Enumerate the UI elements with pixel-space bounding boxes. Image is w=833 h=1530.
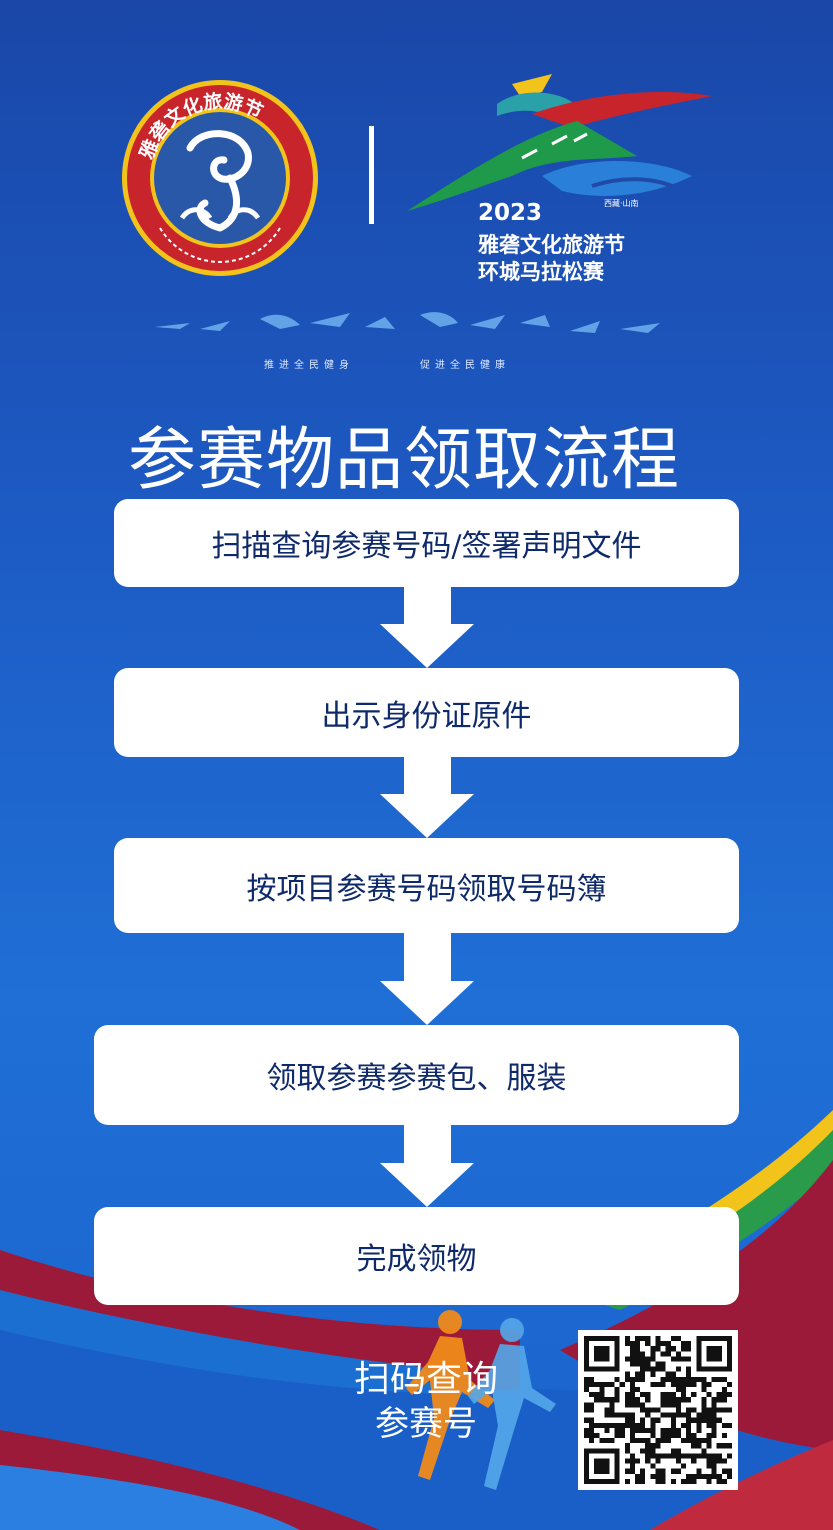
down-arrow-icon [380, 587, 475, 668]
step-label: 领取参赛参赛包、服装 [266, 1061, 567, 1096]
qr-code[interactable] [578, 1330, 738, 1490]
step-collect-bib: 按项目参赛号码领取号码簿 [114, 838, 739, 933]
marathon-logo-icon [407, 74, 712, 211]
logo-place: 西藏·山南 [604, 199, 639, 208]
step-complete: 完成领物 [94, 1207, 739, 1305]
logo-event-name: 雅砻文化旅游节 [478, 233, 625, 257]
birds-decoration [155, 312, 660, 333]
scan-instruction-sub: 参赛号 [375, 1404, 477, 1444]
logo-event-subtitle: 环城马拉松赛 [478, 260, 604, 284]
down-arrow-icon [380, 757, 475, 838]
step-label: 按项目参赛号码领取号码簿 [246, 871, 607, 907]
step-label: 完成领物 [356, 1242, 477, 1277]
step-collect-pack: 领取参赛参赛包、服装 [94, 1025, 739, 1125]
step-show-id: 出示身份证原件 [114, 668, 739, 757]
down-arrow-icon [380, 1125, 475, 1207]
slogan-left: 推进全民健身 [264, 360, 354, 371]
page-title: 参赛物品领取流程 [128, 421, 681, 500]
slogan-right: 促进全民健康 [420, 360, 510, 371]
step-scan-and-sign: 扫描查询参赛号码/签署声明文件 [114, 499, 739, 587]
header-divider [369, 126, 374, 224]
scan-instruction: 扫码查询 [353, 1359, 498, 1400]
logo-year: 2023 [478, 200, 543, 226]
runners-silhouette [406, 1310, 556, 1490]
step-label: 出示身份证原件 [321, 698, 532, 734]
seal-logo: 雅砻文化旅游节 [122, 80, 318, 276]
down-arrow-icon [380, 933, 475, 1025]
step-label: 扫描查询参赛号码/签署声明文件 [211, 529, 642, 564]
qr-code-image [584, 1336, 732, 1484]
